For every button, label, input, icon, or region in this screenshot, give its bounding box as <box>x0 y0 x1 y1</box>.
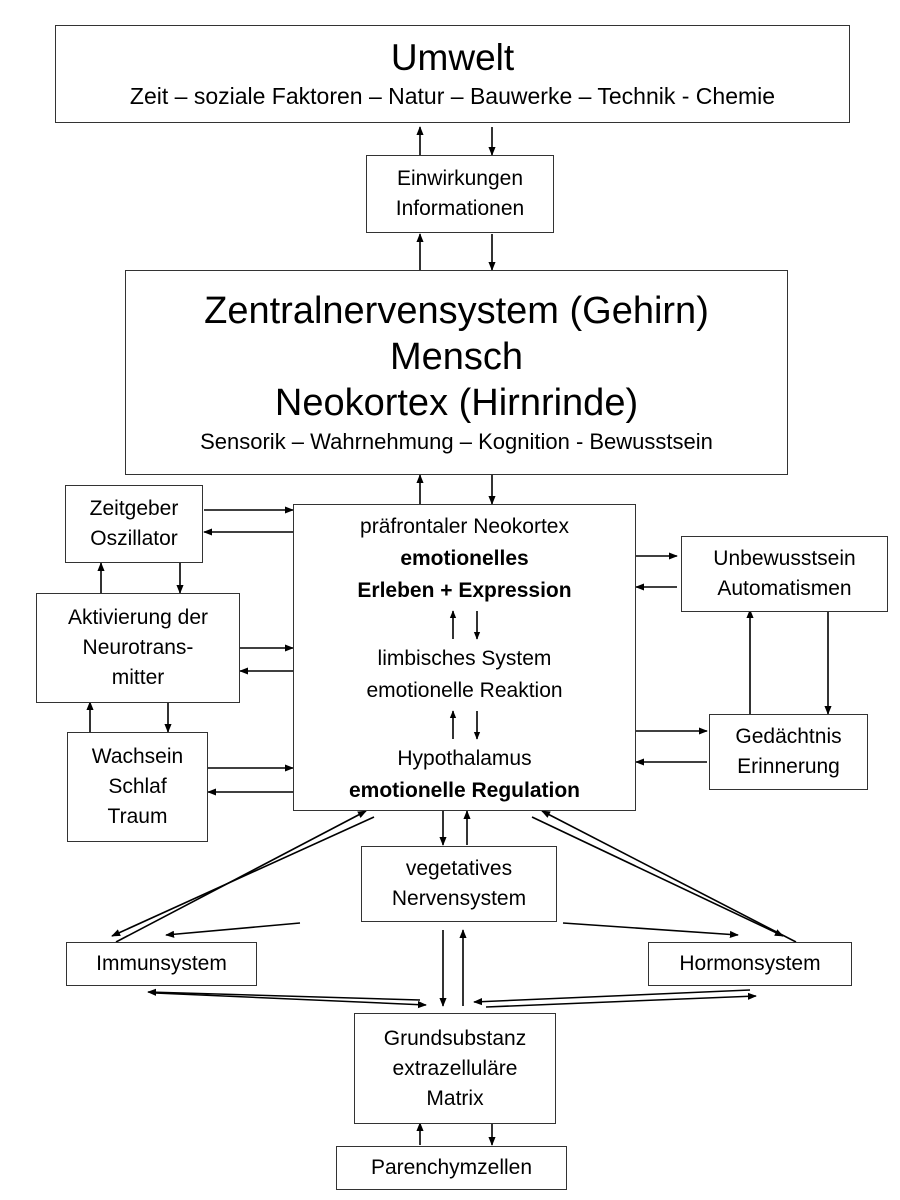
zns-line3: Neokortex (Hirnrinde) <box>274 381 639 424</box>
wachsein-line1: Wachsein <box>91 745 184 768</box>
zeitgeber-box: Zeitgeber Oszillator <box>65 485 203 563</box>
umwelt-subtitle: Zeit – soziale Faktoren – Natur – Bauwer… <box>129 83 776 109</box>
arrow-vegetativ-to-immunsystem <box>165 922 301 938</box>
arrow-grundsubstanz-to-immunsystem <box>147 988 421 1001</box>
hormonsystem-label: Hormonsystem <box>679 952 821 975</box>
parenchym-label: Parenchymzellen <box>370 1156 533 1179</box>
regulation-label: emotionelle Regulation <box>348 779 581 802</box>
zeitgeber-line1: Zeitgeber <box>89 497 179 520</box>
emotionelles-label: emotionelles <box>400 547 529 570</box>
aktivierung-line2: Neurotrans- <box>82 636 194 659</box>
arrow-immunsystem-to-center <box>115 810 367 943</box>
hormonsystem-box: Hormonsystem <box>648 942 852 986</box>
hypothalamus-label: Hypothalamus <box>397 747 532 770</box>
grundsubstanz-line2: extrazelluläre <box>392 1056 518 1080</box>
vegetativ-line2: Nervensystem <box>391 887 527 910</box>
einwirkungen-box: Einwirkungen Informationen <box>366 155 554 233</box>
unbewusstsein-line1: Unbewusstsein <box>713 547 856 570</box>
reaktion-label: emotionelle Reaktion <box>366 679 563 702</box>
gedaechtnis-box: Gedächtnis Erinnerung <box>709 714 868 790</box>
arrow-hormonsystem-to-center <box>541 810 797 943</box>
erleben-label: Erleben + Expression <box>357 579 572 602</box>
grundsubstanz-box: Grundsubstanz extrazelluläre Matrix <box>354 1013 556 1124</box>
gedaechtnis-line1: Gedächtnis <box>735 725 842 748</box>
wachsein-line2: Schlaf <box>108 775 167 798</box>
inner-arrows-top <box>435 607 495 643</box>
zns-line2: Mensch <box>389 335 524 378</box>
parenchym-box: Parenchymzellen <box>336 1146 567 1190</box>
zeitgeber-line2: Oszillator <box>90 527 178 550</box>
einwirkungen-line1: Einwirkungen <box>396 167 524 190</box>
zns-box: Zentralnervensystem (Gehirn) Mensch Neok… <box>125 270 788 475</box>
vegetativ-box: vegetatives Nervensystem <box>361 846 557 922</box>
arrow-center-to-immunsystem <box>111 816 375 937</box>
center-box: präfrontaler Neokortex emotionelles Erle… <box>293 504 636 811</box>
vegetativ-line1: vegetatives <box>405 857 513 880</box>
gedaechtnis-line2: Erinnerung <box>737 755 840 778</box>
einwirkungen-line2: Informationen <box>395 197 525 220</box>
umwelt-box: Umwelt Zeit – soziale Faktoren – Natur –… <box>55 25 850 123</box>
arrow-hormonsystem-to-grundsubstanz <box>473 989 751 1006</box>
zns-line4: Sensorik – Wahrnehmung – Kognition - Bew… <box>200 428 713 454</box>
grundsubstanz-line3: Matrix <box>426 1086 484 1110</box>
arrow-grundsubstanz-to-hormonsystem <box>485 992 757 1008</box>
arrow-immunsystem-to-grundsubstanz <box>154 992 427 1009</box>
praefrontal-label: präfrontaler Neokortex <box>360 515 569 538</box>
limbisch-label: limbisches System <box>377 647 552 670</box>
aktivierung-box: Aktivierung der Neurotrans- mitter <box>36 593 240 703</box>
zns-line1: Zentralnervensystem (Gehirn) <box>204 289 709 332</box>
umwelt-title: Umwelt <box>390 37 515 78</box>
immunsystem-label: Immunsystem <box>96 952 227 975</box>
immunsystem-box: Immunsystem <box>66 942 257 986</box>
unbewusstsein-line2: Automatismen <box>717 577 852 600</box>
arrow-vegetativ-to-hormonsystem <box>562 922 739 939</box>
grundsubstanz-line1: Grundsubstanz <box>383 1026 527 1050</box>
wachsein-line3: Traum <box>107 805 168 828</box>
aktivierung-line3: mitter <box>111 666 165 689</box>
aktivierung-line1: Aktivierung der <box>67 606 209 629</box>
arrow-center-to-hormonsystem <box>531 816 784 937</box>
unbewusstsein-box: Unbewusstsein Automatismen <box>681 536 888 612</box>
wachsein-box: Wachsein Schlaf Traum <box>67 732 208 842</box>
inner-arrows-bottom <box>435 707 495 743</box>
